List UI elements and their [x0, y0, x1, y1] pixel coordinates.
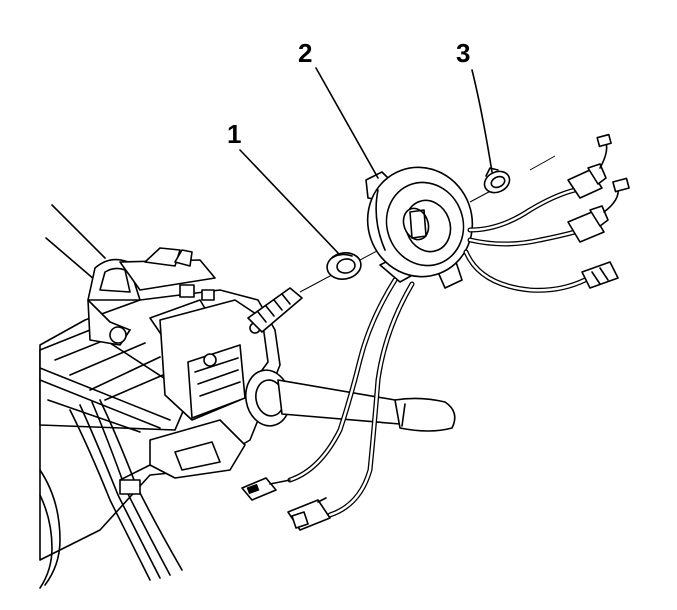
callout-label-3: 3 — [456, 38, 470, 68]
connector-e — [287, 497, 331, 531]
clockspring-wire-harness — [463, 133, 630, 293]
lower-wire-harness — [241, 277, 415, 531]
turn-signal-lever — [244, 369, 456, 432]
retainer-clip-part-3 — [483, 167, 511, 194]
connector-a — [567, 133, 612, 199]
snap-ring-part-1 — [326, 252, 362, 280]
callout-2: 2 — [298, 38, 379, 179]
connector-c — [581, 261, 619, 289]
clockspring-part-2 — [365, 166, 474, 289]
callout-3: 3 — [456, 38, 493, 173]
callout-label-1: 1 — [227, 119, 241, 149]
callout-label-2: 2 — [298, 38, 312, 68]
steering-column-housing — [39, 204, 281, 589]
connector-b — [567, 177, 630, 243]
callout-1: 1 — [227, 119, 341, 256]
connector-d — [241, 477, 291, 501]
